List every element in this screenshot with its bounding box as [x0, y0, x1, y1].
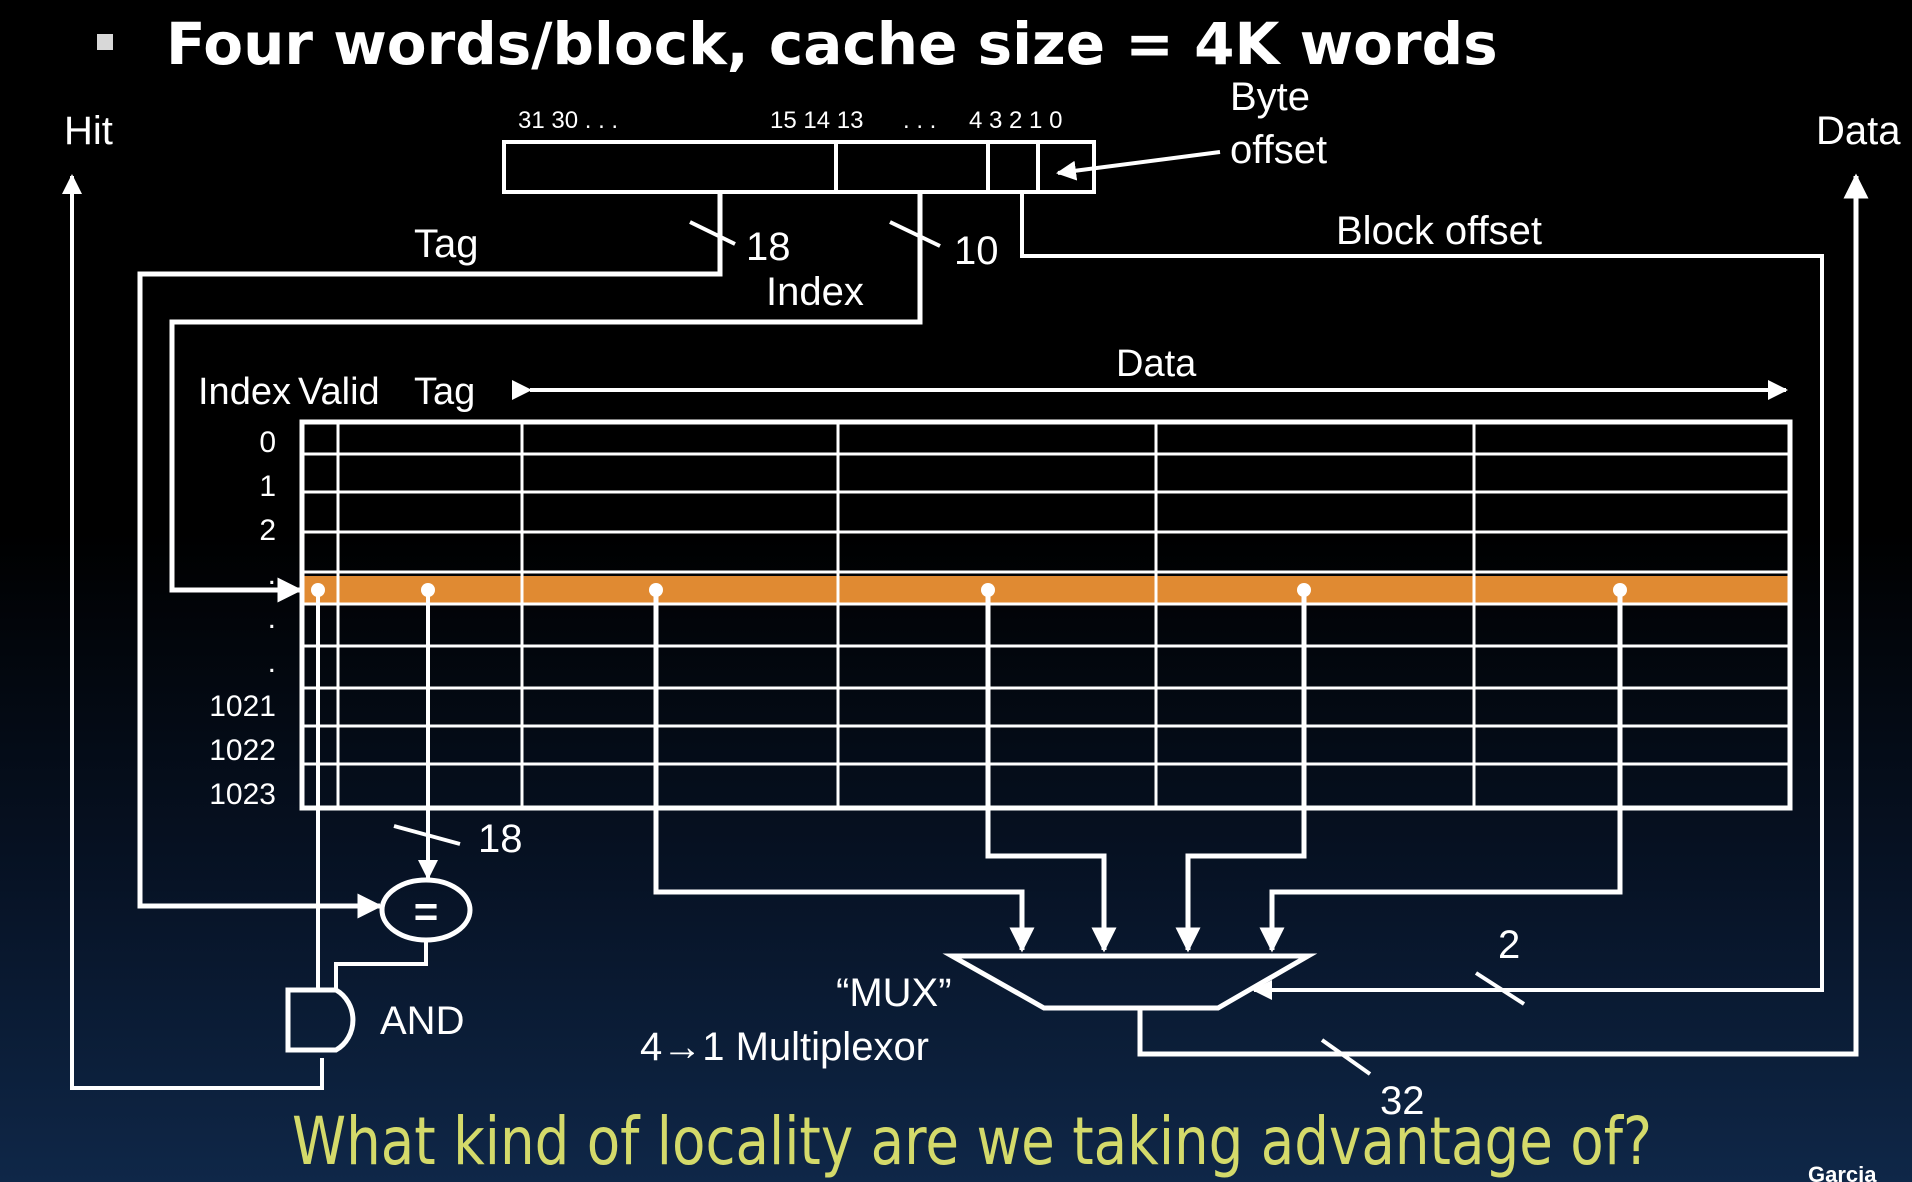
- word3-wire: [1259, 590, 1623, 953]
- data-out-wire: [1137, 173, 1869, 1057]
- index-label: Index: [766, 270, 864, 314]
- row-index-label: 0: [259, 426, 276, 459]
- index-wire: [169, 192, 941, 603]
- slide-title: Four words/block, cache size = 4K words: [166, 10, 1498, 78]
- row-index-label: 1022: [209, 734, 276, 767]
- row-labels: 0 1 2... 1021 1022 1023: [209, 426, 276, 811]
- row-index-label: 1021: [209, 690, 276, 723]
- sel-width-slash: [1474, 971, 1526, 1006]
- hit-label: Hit: [64, 109, 113, 153]
- byte-offset-label: Byte: [1230, 75, 1310, 119]
- word0-wire: [653, 590, 1035, 953]
- comparator-symbol: =: [414, 888, 439, 935]
- out-width: 32: [1380, 1079, 1425, 1123]
- tag-wire: [137, 192, 736, 919]
- address-register: [502, 140, 1096, 194]
- word1-wire: [985, 590, 1117, 953]
- col-data-header: Data: [1116, 343, 1197, 385]
- hit-wire: [62, 174, 324, 1090]
- and-gate: [285, 987, 356, 1053]
- block-offset-label: Block offset: [1336, 209, 1542, 253]
- compare-width: 18: [478, 817, 523, 861]
- compare-width-slash: [393, 824, 461, 846]
- row-index-label: 1: [259, 470, 276, 503]
- col-valid-header: Valid: [298, 371, 380, 413]
- multiplexor: [942, 953, 1318, 1011]
- col-tag-header: Tag: [414, 371, 475, 413]
- compare-and-wire: [334, 940, 428, 990]
- col-index-header: Index: [198, 371, 291, 413]
- bits-right: 4 3 2 1 0: [969, 107, 1062, 134]
- selected-row: [302, 576, 1790, 604]
- sel-width: 2: [1498, 923, 1520, 967]
- row-index-label: 1023: [209, 778, 276, 811]
- question-text: What kind of locality are we taking adva…: [292, 1103, 1652, 1180]
- byte-offset-arrow: [1056, 150, 1221, 181]
- bits-left: 31 30 . . .: [518, 107, 618, 134]
- out-width-slash: [1320, 1038, 1372, 1076]
- data-out-label: Data: [1816, 109, 1901, 153]
- row-index-label: 2: [259, 514, 276, 547]
- byte-offset-label-2: offset: [1230, 128, 1327, 172]
- cache-table: [299, 419, 1793, 811]
- tag-width: 18: [746, 225, 791, 269]
- tag-label: Tag: [414, 222, 479, 266]
- word2-wire: [1175, 590, 1307, 953]
- bits-mid: 15 14 13: [770, 107, 863, 134]
- block-offset-wire: [1020, 192, 1824, 1000]
- bits-dots: . . .: [903, 107, 936, 134]
- footer-author: Garcia: [1808, 1162, 1877, 1182]
- bullet-icon: [97, 34, 113, 50]
- row-index-label: .: [268, 558, 276, 591]
- table-border: [299, 419, 1793, 811]
- row-index-label: .: [268, 602, 276, 635]
- mux-label: “MUX”: [836, 971, 952, 1015]
- index-width: 10: [954, 229, 999, 273]
- and-label: AND: [380, 999, 464, 1043]
- mux-desc: 4→1 Multiplexor: [640, 1025, 929, 1069]
- row-index-label: .: [268, 646, 276, 679]
